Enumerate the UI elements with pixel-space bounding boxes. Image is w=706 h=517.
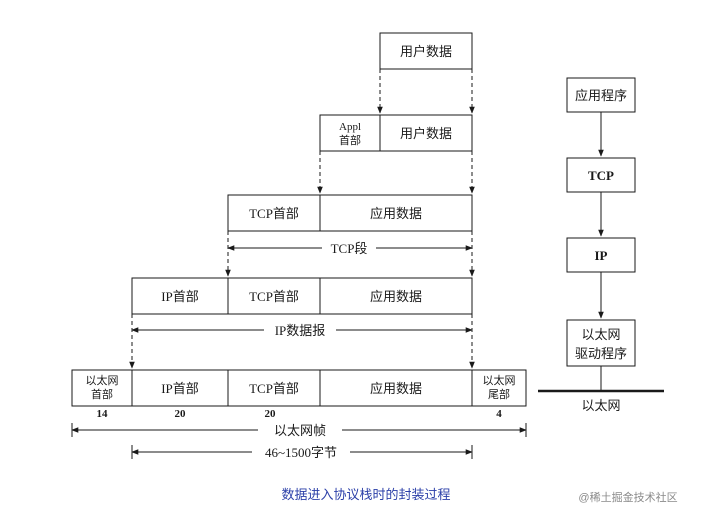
stack-wire-label: 以太网 xyxy=(581,398,620,413)
app-data-box xyxy=(319,277,473,315)
stack-driver-label-2: 驱动程序 xyxy=(575,346,627,361)
appl-header-label-1: Appl xyxy=(339,121,361,133)
ip-datagram-label: IP数据报 xyxy=(275,323,326,338)
diagram-caption: 数据进入协议栈时的封装过程 xyxy=(281,487,450,502)
size-tcp-header: 20 xyxy=(265,408,277,420)
ip-header-label: IP首部 xyxy=(161,289,199,304)
user-data-label: 用户数据 xyxy=(400,126,452,141)
ip-header-box xyxy=(131,369,229,407)
appl-header-box xyxy=(319,114,381,152)
stack-driver-box xyxy=(566,319,636,367)
row-user-data: 用户数据 xyxy=(379,32,473,70)
tcp-header-label: TCP首部 xyxy=(249,206,299,221)
stack-tcp-box xyxy=(566,157,636,193)
tcp-header-label: TCP首部 xyxy=(249,381,299,396)
stack-app-label: 应用程序 xyxy=(575,88,627,103)
stack-ip-box xyxy=(566,237,636,273)
eth-trailer-box xyxy=(471,369,527,407)
tcp-header-label: TCP首部 xyxy=(249,289,299,304)
stack-driver-label-1: 以太网 xyxy=(581,327,620,342)
user-data-label: 用户数据 xyxy=(400,44,452,59)
eth-trailer-label-1: 以太网 xyxy=(483,374,516,387)
app-data-box xyxy=(319,194,473,232)
stack-app-box xyxy=(566,77,636,113)
size-ip-header: 20 xyxy=(175,408,187,420)
tcp-header-box xyxy=(227,194,321,232)
row-ip: IP首部 TCP首部 应用数据 xyxy=(131,277,473,315)
tcp-header-box xyxy=(227,277,321,315)
user-data-box xyxy=(379,114,473,152)
eth-frame-label: 以太网帧 xyxy=(274,423,326,438)
ip-header-label: IP首部 xyxy=(161,381,199,396)
app-data-label: 应用数据 xyxy=(370,289,422,304)
stack-ip-label: IP xyxy=(595,248,608,263)
eth-header-label-2: 首部 xyxy=(91,387,113,401)
app-data-box xyxy=(319,369,473,407)
row-ethernet: 以太网 首部 IP首部 TCP首部 应用数据 以太网 尾部 xyxy=(71,369,527,407)
frame-range-label: 46~1500字节 xyxy=(265,445,337,460)
app-data-label: 应用数据 xyxy=(370,381,422,396)
size-eth-trailer: 4 xyxy=(496,408,502,420)
app-data-label: 应用数据 xyxy=(370,206,422,221)
size-eth-header: 14 xyxy=(97,408,109,420)
tcp-header-box xyxy=(227,369,321,407)
eth-trailer-label-2: 尾部 xyxy=(488,387,510,401)
tcp-segment-label: TCP段 xyxy=(331,241,368,256)
ip-header-box xyxy=(131,277,229,315)
eth-header-label-1: 以太网 xyxy=(86,374,119,387)
row-tcp: TCP首部 应用数据 xyxy=(227,194,473,232)
user-data-box xyxy=(379,32,473,70)
watermark: @稀土掘金技术社区 xyxy=(578,490,677,504)
stack-tcp-label: TCP xyxy=(588,168,614,183)
protocol-stack: 应用程序 TCP IP 以太网 驱动程序 以太网 xyxy=(538,77,664,413)
row-application: Appl 首部 用户数据 xyxy=(319,114,473,152)
appl-header-label-2: 首部 xyxy=(339,133,361,147)
